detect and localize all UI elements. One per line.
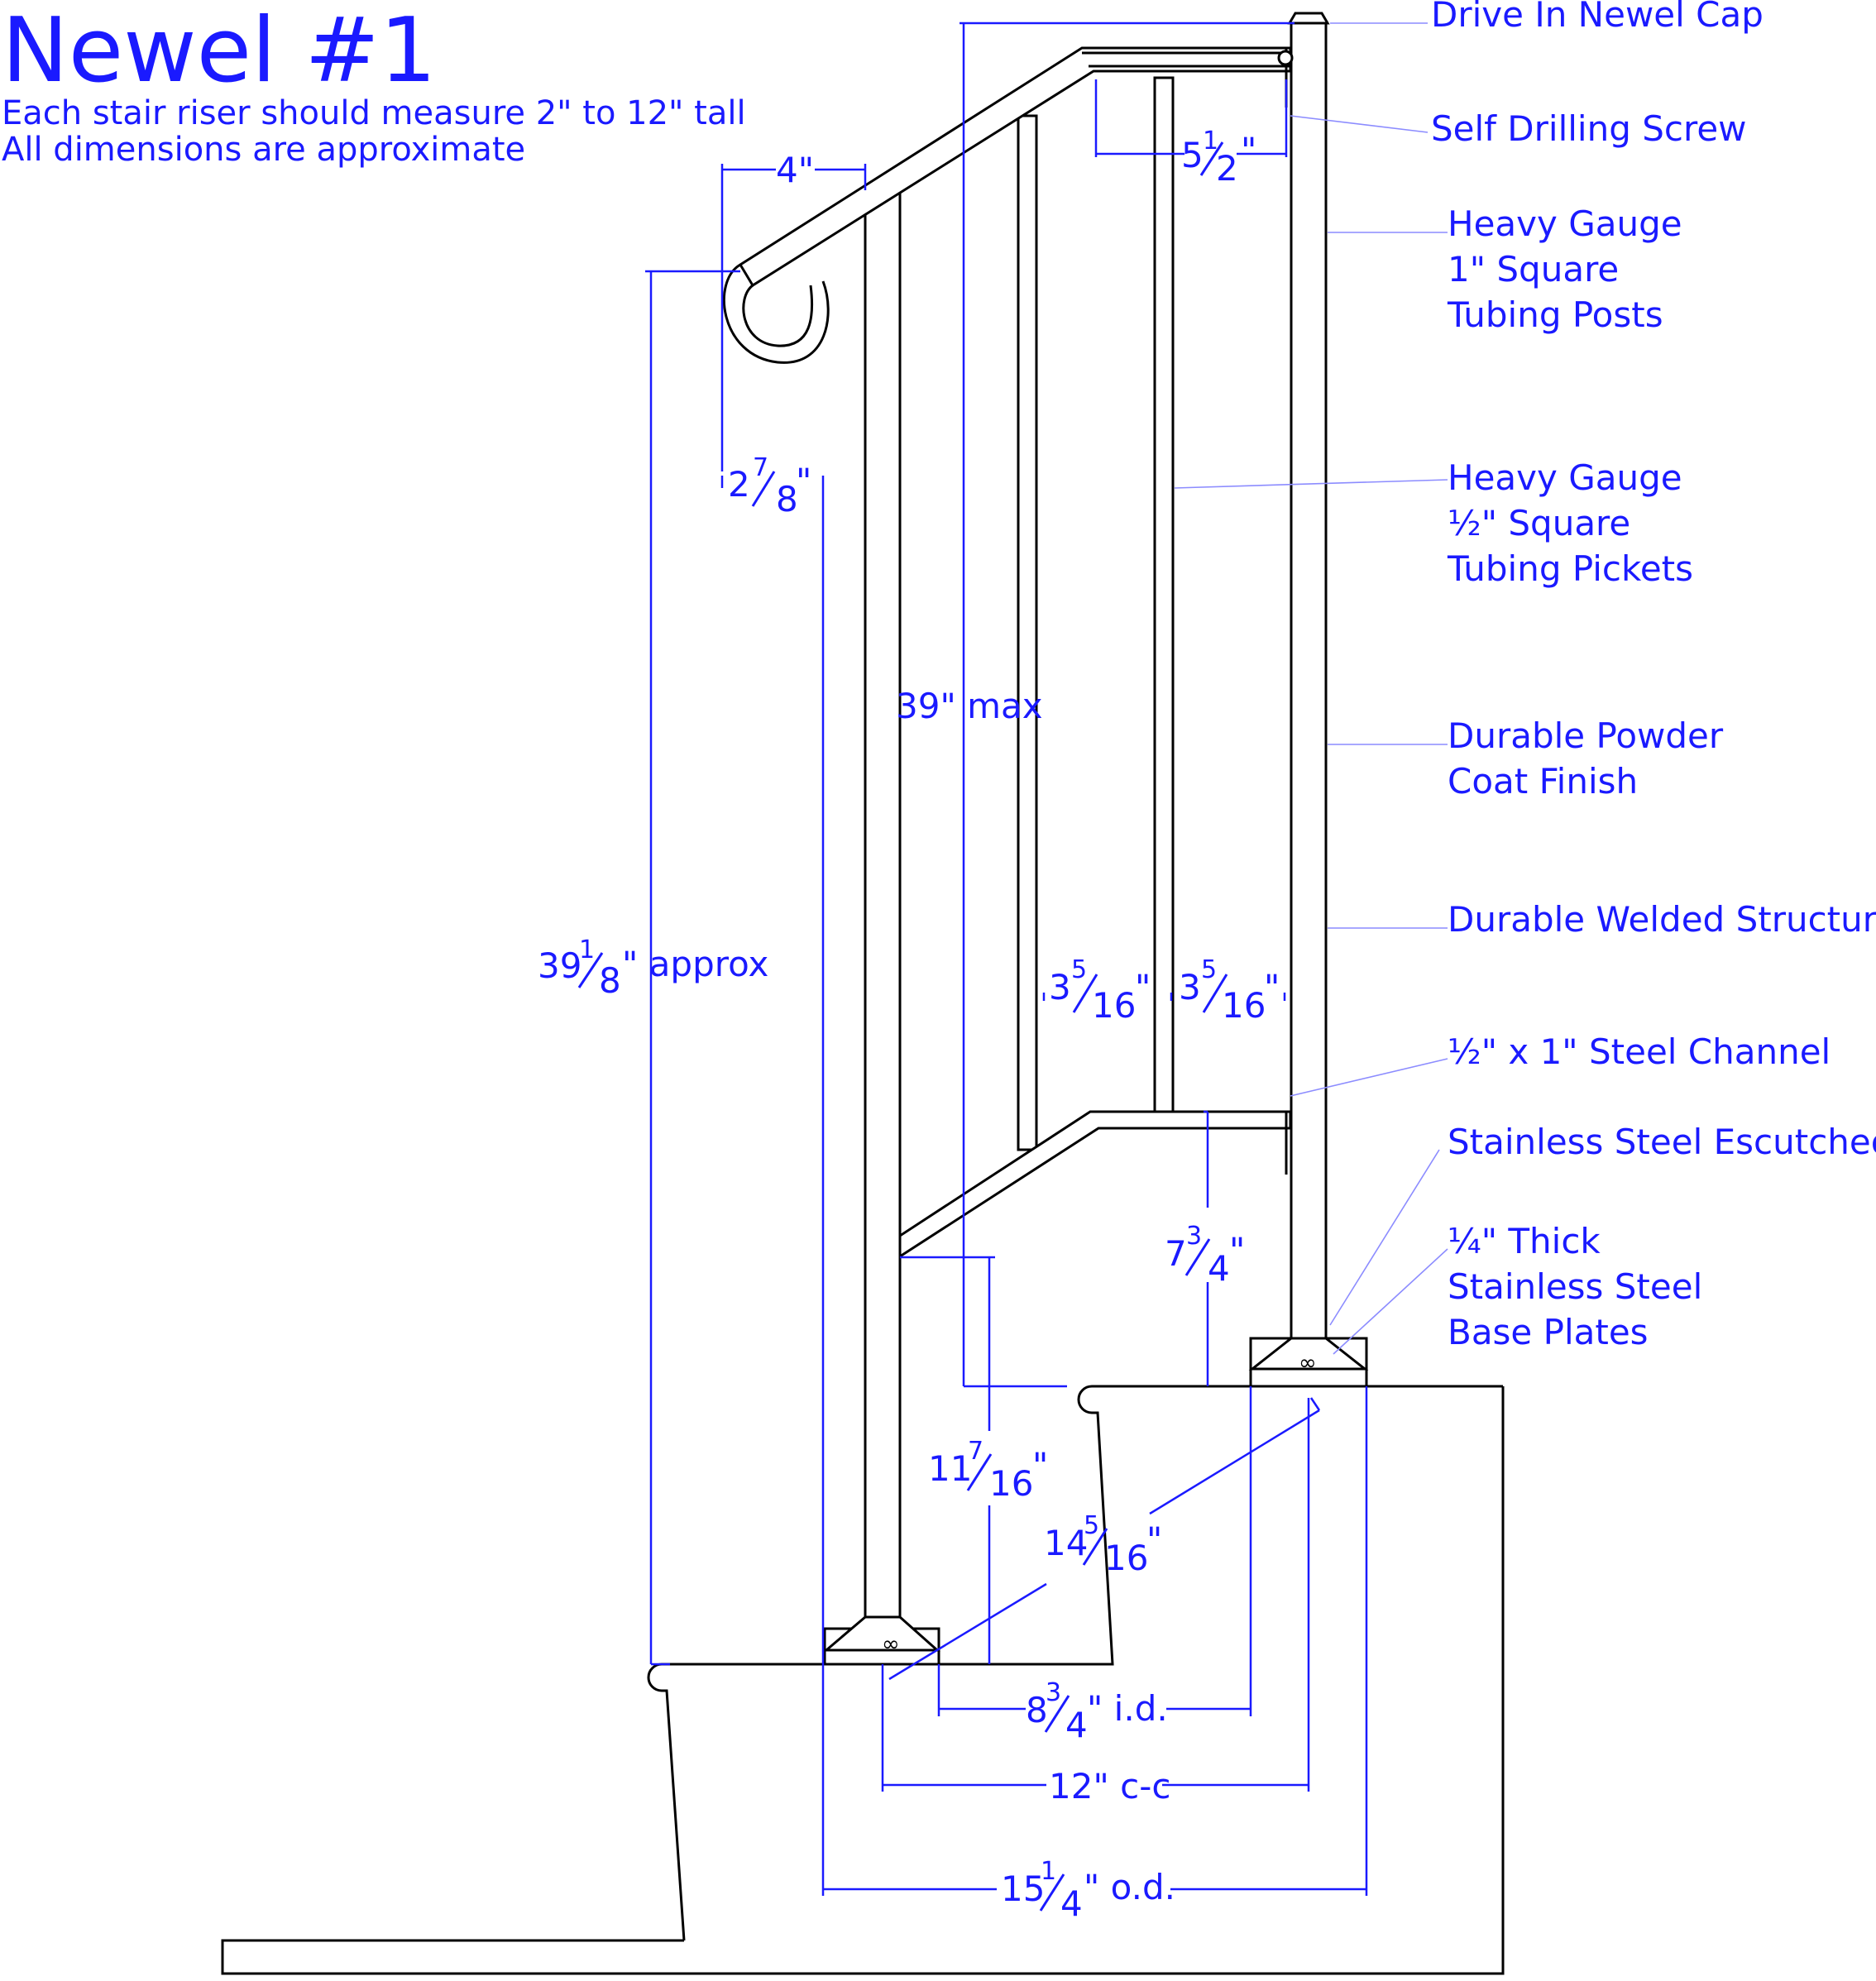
callout-posts-2: 1" Square: [1448, 249, 1619, 289]
svg-text:3: 3: [1049, 967, 1071, 1007]
svg-text:3: 3: [1179, 967, 1201, 1007]
callout-posts-3: Tubing Posts: [1447, 294, 1663, 335]
left-post: [864, 188, 902, 1630]
callout-channel: ½" x 1" Steel Channel: [1448, 1031, 1831, 1072]
svg-text:" i.d.: " i.d.: [1087, 1688, 1168, 1729]
svg-text:": ": [1135, 967, 1151, 1007]
dim-diagonal: 14 5 16 ": [1044, 1511, 1162, 1578]
picket-2: [1153, 76, 1175, 1113]
svg-text:2: 2: [1216, 148, 1238, 189]
svg-text:8: 8: [599, 960, 621, 1001]
callout-finish-1: Durable Powder: [1448, 715, 1724, 756]
stairs: [221, 1385, 1505, 1975]
svg-text:7: 7: [968, 1437, 983, 1466]
dim-lower-rail-height: 11 7 16 ": [928, 1437, 1048, 1504]
svg-text:∞: ∞: [1299, 1351, 1317, 1376]
svg-text:4: 4: [1065, 1705, 1088, 1745]
svg-text:3: 3: [1046, 1678, 1061, 1707]
dim-picket-spacing-left: 3 5 16 ": [1049, 955, 1151, 1026]
svg-text:15: 15: [1001, 1869, 1045, 1909]
svg-text:1: 1: [579, 935, 595, 964]
svg-text:": ": [1264, 967, 1280, 1007]
svg-text:7: 7: [753, 453, 768, 482]
svg-text:4: 4: [1060, 1883, 1083, 1924]
svg-text:5: 5: [1084, 1511, 1099, 1540]
callout-finish-2: Coat Finish: [1448, 761, 1638, 801]
right-post: [1290, 22, 1328, 1340]
callout-pickets-3: Tubing Pickets: [1447, 548, 1693, 589]
dim-bottom-rail-height: 7 3 4 ": [1165, 1222, 1245, 1289]
note-riser: Each stair riser should measure 2" to 12…: [2, 94, 746, 132]
dim-inside-distance: 8 3 4 " i.d.: [1026, 1678, 1168, 1745]
picket-1: [1017, 114, 1038, 1151]
callout-baseplates-2: Stainless Steel: [1448, 1266, 1702, 1307]
callout-screw: Self Drilling Screw: [1431, 108, 1747, 149]
dimension-labels: 4" 5 1 2 " 2 7 8 " 39" max 39 1 8 " appr…: [538, 127, 1280, 1924]
dim-top-offset: 5 1 2 ": [1181, 127, 1256, 189]
floor-outline: [221, 1386, 1505, 1975]
svg-text:16: 16: [989, 1463, 1033, 1504]
scroll-return: [723, 263, 830, 364]
lower-step: [647, 1663, 686, 1941]
callout-newel-cap: Drive In Newel Cap: [1431, 0, 1764, 35]
svg-text:": ": [1146, 1519, 1162, 1560]
svg-text:" approx: " approx: [622, 944, 768, 984]
svg-text:2: 2: [728, 464, 750, 505]
callout-welded: Durable Welded Structure: [1448, 899, 1876, 940]
dimension-lines: [645, 22, 1368, 1896]
svg-text:5: 5: [1071, 955, 1087, 984]
svg-text:5: 5: [1181, 135, 1204, 175]
callout-baseplates-1: ¼" Thick: [1448, 1221, 1601, 1261]
svg-text:16: 16: [1092, 985, 1136, 1026]
callout-pickets-2: ½" Square: [1448, 503, 1630, 543]
fraction-slashes: [577, 141, 1228, 1912]
railing: ∞ ∞: [723, 12, 1369, 1666]
svg-text:": ": [1032, 1445, 1048, 1486]
svg-text:8: 8: [1026, 1690, 1048, 1730]
note-approximate: All dimensions are approximate: [2, 131, 525, 169]
newel-cap-shape: [1287, 12, 1330, 25]
leader-lines: [1174, 22, 1448, 1355]
svg-text:": ": [1229, 1230, 1245, 1270]
dim-handrail-return: 4": [776, 150, 814, 190]
dim-overall-height: 39 1 8 " approx: [538, 935, 768, 1001]
screw-head: [1277, 50, 1294, 66]
bottom-rail: [898, 1110, 1292, 1259]
diagram-title: Newel #1: [2, 0, 437, 103]
svg-text:39: 39: [538, 945, 581, 986]
dim-outside-distance: 15 1 4 " o.d.: [1001, 1857, 1175, 1924]
callouts: Drive In Newel Cap Self Drilling Screw H…: [1431, 0, 1876, 1352]
dim-max-height: 39" max: [896, 686, 1043, 726]
svg-text:1: 1: [1203, 127, 1218, 156]
svg-text:": ": [1241, 130, 1256, 170]
svg-text:3: 3: [1186, 1222, 1202, 1251]
svg-text:" o.d.: " o.d.: [1084, 1867, 1175, 1907]
svg-text:14: 14: [1044, 1523, 1088, 1563]
dim-return-drop: 2 7 8 ": [728, 453, 811, 519]
svg-text:16: 16: [1104, 1538, 1148, 1578]
right-escutcheon: [1248, 1337, 1369, 1371]
svg-text:4: 4: [1208, 1248, 1230, 1289]
dim-picket-spacing-right: 3 5 16 ": [1179, 955, 1280, 1026]
callout-escutcheon: Stainless Steel Escutcheon: [1448, 1122, 1876, 1162]
callout-posts-1: Heavy Gauge: [1448, 203, 1682, 244]
svg-text:1: 1: [1041, 1857, 1056, 1886]
svg-text:16: 16: [1222, 985, 1266, 1026]
svg-text:∞: ∞: [882, 1632, 900, 1657]
svg-text:": ": [796, 461, 811, 501]
svg-text:5: 5: [1201, 955, 1217, 984]
upper-step: [684, 1385, 1503, 1666]
svg-text:8: 8: [776, 479, 798, 519]
callout-baseplates-3: Base Plates: [1448, 1312, 1649, 1352]
svg-text:7: 7: [1165, 1233, 1187, 1274]
callout-pickets-1: Heavy Gauge: [1448, 457, 1682, 498]
svg-text:11: 11: [928, 1448, 972, 1489]
dim-center-to-center: 12" c-c: [1049, 1766, 1170, 1806]
